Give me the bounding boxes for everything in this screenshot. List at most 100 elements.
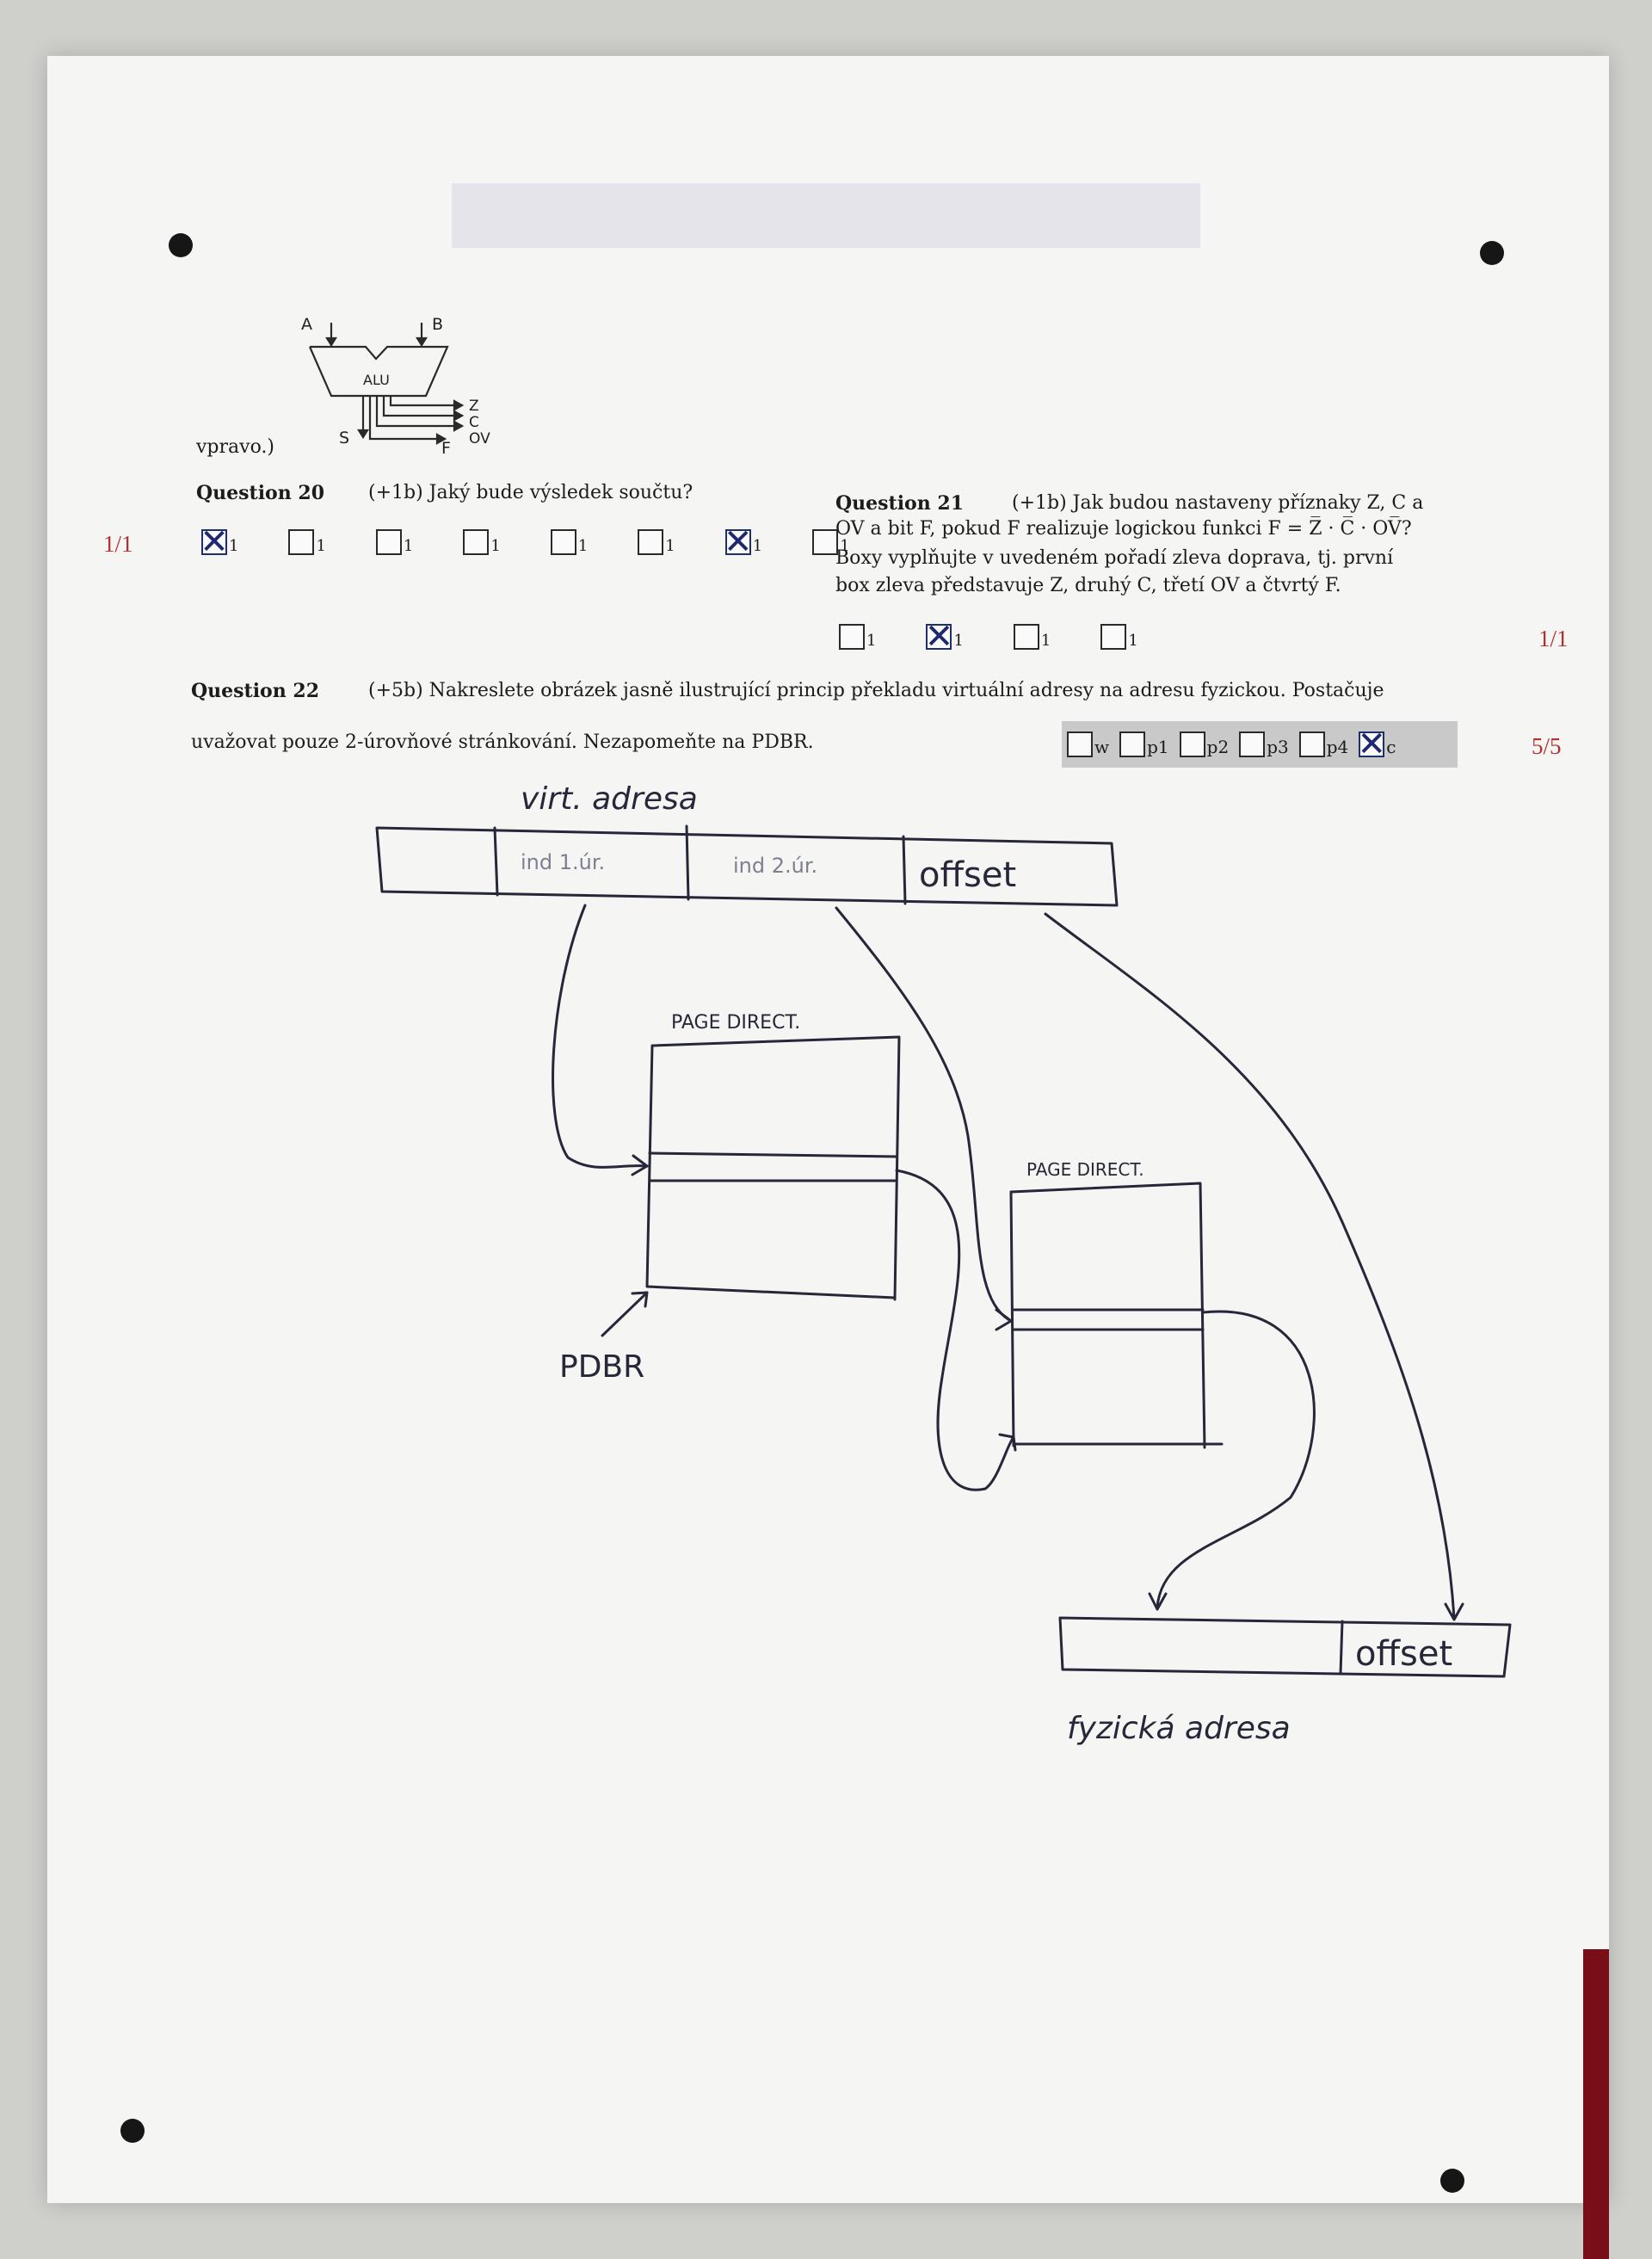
checkbox[interactable]: [1013, 624, 1039, 650]
q20-text: (+1b) Jaký bude výsledek součtu?: [368, 482, 693, 503]
arrow-index1: [552, 904, 649, 1169]
checkbox[interactable]: [839, 624, 865, 650]
q21-text-line3: Boxy vyplňujte v uvedeném pořadí zleva d…: [835, 547, 1394, 569]
arrow-index2: [835, 906, 1013, 1323]
arrow-offset: [1044, 912, 1456, 1620]
checkbox[interactable]: [1067, 731, 1093, 757]
alu-output-s: S: [339, 429, 349, 447]
checkbox[interactable]: [1298, 731, 1325, 757]
physical-address-box: [1058, 1616, 1512, 1678]
registration-dot: [120, 2119, 145, 2143]
checkbox-label: 1: [403, 537, 414, 555]
q21-score: 1/1: [1538, 626, 1569, 651]
q22-grade-option-5[interactable]: p4: [1298, 731, 1349, 757]
alu-input-b: B: [432, 315, 443, 334]
checkbox-label: 1: [316, 537, 326, 555]
checkbox[interactable]: [1100, 624, 1127, 650]
checkbox-label: 1: [752, 537, 763, 555]
registration-dot: [1480, 241, 1504, 265]
previous-question-fragment: vpravo.): [196, 436, 275, 458]
q20-option-4[interactable]: 1: [463, 529, 501, 555]
checked-checkbox[interactable]: ✕: [723, 522, 753, 562]
registration-dot: [169, 233, 193, 257]
physical-address-label: fyzická adresa: [1067, 1711, 1291, 1746]
page-directory-2-label: PAGE DIRECT.: [1026, 1159, 1144, 1180]
alu-diagram: A B ALU S F Z C OV: [301, 315, 490, 456]
page-directory-1-label: PAGE DIRECT.: [671, 1012, 800, 1034]
cross-mark-icon: ✕: [200, 522, 229, 562]
checkbox-label: 1: [840, 537, 850, 555]
cross-mark-icon: ✕: [723, 522, 753, 562]
checkbox-label: 1: [953, 632, 964, 650]
q20-title: Question 20: [196, 482, 325, 504]
checked-checkbox[interactable]: ✕: [1358, 727, 1387, 762]
alu-flag-ov: OV: [469, 430, 490, 447]
checkbox-label: 1: [665, 537, 675, 555]
checkbox[interactable]: [1179, 731, 1205, 757]
alu-flag-c: C: [469, 414, 479, 431]
redacted-header: [452, 183, 1200, 248]
checked-checkbox[interactable]: ✕: [200, 522, 229, 562]
checkbox-label: 1: [1040, 632, 1051, 650]
pdbr-label: PDBR: [559, 1349, 644, 1385]
exam-sheet: [47, 56, 1609, 2259]
q20-option-3[interactable]: 1: [375, 529, 414, 555]
arrow-pd2-to-frame: [1156, 1310, 1316, 1609]
alu-input-a: A: [301, 315, 312, 334]
q21-option-3[interactable]: 1: [1013, 624, 1051, 650]
pdbr-pointer: [601, 1291, 649, 1337]
q22-grade-option-4[interactable]: p3: [1239, 731, 1289, 757]
checkbox-label: 1: [229, 537, 239, 555]
q20-option-7[interactable]: ✕1: [723, 522, 763, 562]
q21-text-line1: (+1b) Jak budou nastaveny příznaky Z, C …: [1012, 492, 1424, 514]
q20-option-6[interactable]: 1: [638, 529, 675, 555]
checkbox-label: 1: [866, 632, 877, 650]
q22-title: Question 22: [191, 680, 320, 702]
page-directory-1: [645, 1035, 901, 1301]
checkbox-label: 1: [490, 537, 501, 555]
physical-offset-label: offset: [1355, 1634, 1452, 1674]
q21-option-2[interactable]: ✕1: [924, 617, 964, 657]
checkbox[interactable]: [288, 529, 315, 555]
q22-grade-option-1[interactable]: w: [1067, 731, 1109, 757]
q20-option-1[interactable]: ✕1: [200, 522, 239, 562]
checkbox-label: p1: [1147, 737, 1169, 757]
q22-grade-option-3[interactable]: p2: [1179, 731, 1230, 757]
q21-option-1[interactable]: 1: [839, 624, 876, 650]
checkbox[interactable]: [550, 529, 576, 555]
checkbox[interactable]: [638, 529, 664, 555]
checked-checkbox[interactable]: ✕: [924, 617, 954, 657]
checkbox-label: w: [1094, 737, 1110, 757]
q21-option-4[interactable]: 1: [1100, 624, 1138, 650]
alu-output-f: F: [441, 439, 451, 456]
q21-text-line4: box zleva představuje Z, druhý C, třetí …: [835, 575, 1341, 596]
registration-dot: [1440, 2169, 1464, 2193]
cross-mark-icon: ✕: [924, 617, 954, 657]
checkbox-label: p2: [1206, 737, 1230, 757]
q20-option-5[interactable]: 1: [550, 529, 588, 555]
checkbox[interactable]: [1119, 731, 1146, 757]
q22-score: 5/5: [1532, 733, 1562, 759]
alu-flag-z: Z: [469, 398, 479, 415]
virtual-address-box: [375, 826, 1119, 907]
checkbox-label: p3: [1267, 737, 1289, 757]
checkbox-label: 1: [1128, 632, 1138, 650]
checkbox-label: c: [1386, 737, 1396, 757]
alu-label: ALU: [363, 372, 390, 388]
checkbox-label: p4: [1326, 737, 1349, 757]
q22-grade-option-2[interactable]: p1: [1119, 731, 1169, 757]
checkbox[interactable]: [1239, 731, 1266, 757]
page-directory-2: [1009, 1182, 1224, 1449]
checkbox[interactable]: [375, 529, 402, 555]
q22-grading-boxes: w p1 p2 p3 p4 ✕c: [1062, 721, 1458, 768]
q22-grade-option-6[interactable]: ✕c: [1358, 727, 1396, 762]
q21-text-line2: OV a bit F, pokud F realizuje logickou f…: [835, 518, 1412, 540]
q22-text-line2: uvažovat pouze 2-úrovňové stránkování. N…: [191, 731, 814, 753]
q20-option-8[interactable]: 1: [812, 529, 850, 555]
field-index1: ind 1.úr.: [521, 850, 605, 874]
checkbox[interactable]: [463, 529, 490, 555]
checkbox[interactable]: [812, 529, 839, 555]
q20-option-2[interactable]: 1: [288, 529, 326, 555]
